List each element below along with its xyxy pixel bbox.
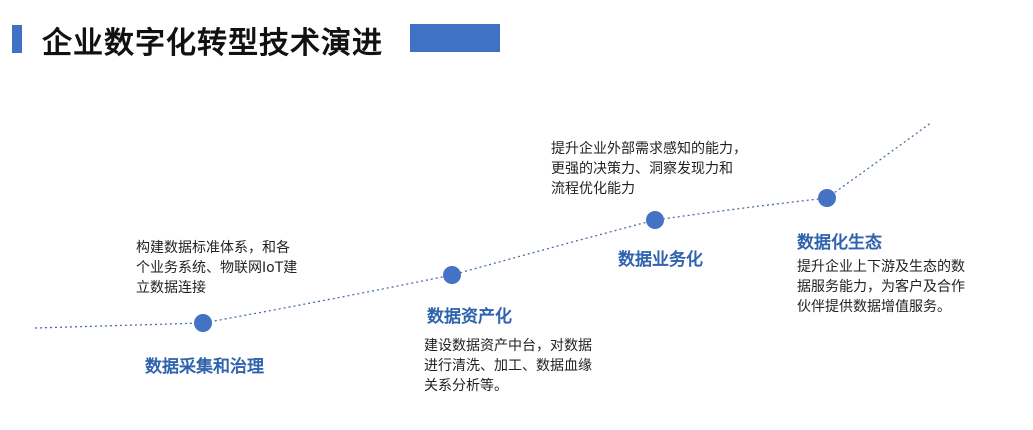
stage-1-title: 数据采集和治理 xyxy=(145,357,264,377)
stage-3-title: 数据业务化 xyxy=(618,250,703,270)
stage-dot-3 xyxy=(646,211,664,229)
stage-2-title: 数据资产化 xyxy=(427,307,512,327)
stage-4-description: 提升企业上下游及生态的数 据服务能力，为客户及合作 伙伴提供数据增值服务。 xyxy=(797,259,965,315)
stage-4-title: 数据化生态 xyxy=(797,233,882,253)
stage-3-description: 提升企业外部需求感知的能力， 更强的决策力、洞察发现力和 流程优化能力 xyxy=(551,141,747,197)
stage-dot-4 xyxy=(818,189,836,207)
stage-dot-2 xyxy=(443,266,461,284)
title-decor-block xyxy=(410,24,500,52)
timeline-dotted-curve xyxy=(34,121,933,329)
page-title: 企业数字化转型技术演进 xyxy=(42,26,383,61)
stage-dot-1 xyxy=(194,314,212,332)
stage-1-description: 构建数据标准体系，和各 个业务系统、物联网IoT建 立数据连接 xyxy=(136,240,298,296)
stage-2-description: 建设数据资产中台，对数据 进行清洗、加工、数据血缘 关系分析等。 xyxy=(424,338,592,394)
title-accent-bar xyxy=(12,25,22,53)
